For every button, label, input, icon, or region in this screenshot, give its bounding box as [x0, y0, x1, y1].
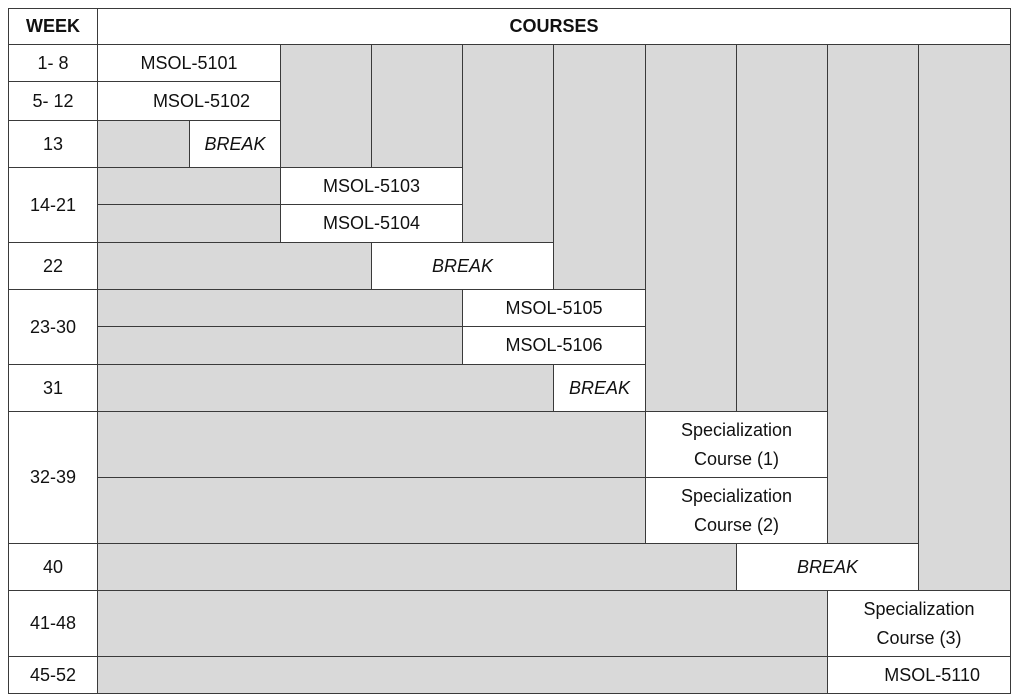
course-cell: MSOL-5110 [827, 656, 1011, 694]
filler-cell [97, 477, 646, 544]
filler-cell [280, 44, 372, 168]
filler-cell [97, 543, 737, 591]
week-cell: 31 [8, 364, 98, 412]
course-cell: MSOL-5103 [280, 167, 463, 205]
course-cell: Specialization Course (1) [645, 411, 828, 478]
filler-cell [97, 656, 828, 694]
filler-cell [645, 44, 737, 412]
week-cell: 22 [8, 242, 98, 290]
filler-cell [97, 242, 372, 290]
filler-cell [371, 44, 463, 168]
filler-cell [736, 44, 828, 412]
week-header: WEEK [8, 8, 98, 45]
week-cell: 23-30 [8, 289, 98, 365]
week-cell: 45-52 [8, 656, 98, 694]
filler-cell [918, 44, 1011, 591]
break-cell: BREAK [189, 120, 281, 168]
filler-cell [827, 44, 919, 544]
course-label: Specialization Course (3) [863, 598, 975, 648]
filler-cell [97, 289, 463, 327]
filler-cell [97, 411, 646, 478]
break-cell: BREAK [736, 543, 919, 591]
week-cell: 40 [8, 543, 98, 591]
course-cell: MSOL-5104 [280, 204, 463, 243]
week-cell: 1- 8 [8, 44, 98, 82]
course-cell: MSOL-5102 [97, 81, 281, 121]
course-cell: Specialization Course (2) [645, 477, 828, 544]
course-cell: MSOL-5101 [97, 44, 281, 82]
week-cell: 32-39 [8, 411, 98, 544]
week-cell: 5- 12 [8, 81, 98, 121]
week-cell: 41-48 [8, 590, 98, 657]
filler-cell [97, 326, 463, 365]
week-cell: 13 [8, 120, 98, 168]
course-label: Specialization Course (1) [680, 419, 793, 469]
filler-cell [97, 167, 281, 205]
course-cell: Specialization Course (3) [827, 590, 1011, 657]
filler-cell [97, 120, 190, 168]
break-cell: BREAK [553, 364, 646, 412]
course-cell: MSOL-5106 [462, 326, 646, 365]
course-label: Specialization Course (2) [680, 485, 793, 535]
break-cell: BREAK [371, 242, 554, 290]
filler-cell [97, 590, 828, 657]
filler-cell [97, 204, 281, 243]
filler-cell [97, 364, 554, 412]
courses-header: COURSES [97, 8, 1011, 45]
course-cell: MSOL-5105 [462, 289, 646, 327]
filler-cell [553, 44, 646, 290]
filler-cell [462, 44, 554, 243]
week-cell: 14-21 [8, 167, 98, 243]
